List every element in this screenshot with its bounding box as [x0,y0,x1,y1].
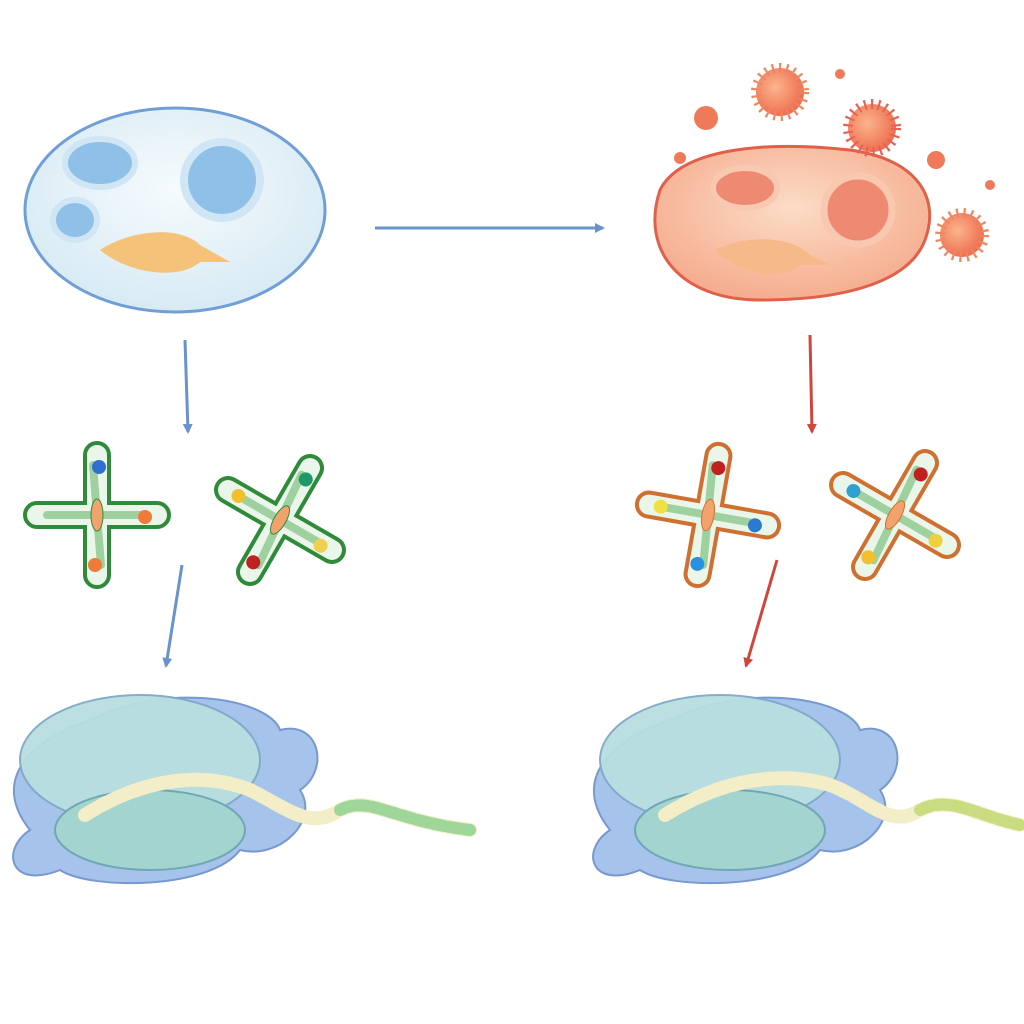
chromosome [625,432,792,599]
organelle [715,239,830,275]
peptide-chain-tail [914,798,1024,831]
nucleus [710,165,780,211]
nucleus [180,138,264,222]
nucleus [62,136,138,190]
peptide-chain-tail [334,799,476,836]
virus [835,69,845,79]
arrow [743,559,779,668]
virus [694,106,718,130]
virus [985,180,995,190]
chromosome [797,417,994,614]
arrow [806,334,817,434]
infected-cell [653,144,932,302]
virus [843,99,901,157]
nucleus [50,197,100,243]
chromosome [25,443,169,587]
arrow [162,564,184,668]
virus [674,152,686,164]
chromosome [182,422,379,619]
virus [927,151,945,169]
nucleus [820,172,896,248]
arrow [182,339,193,434]
healthy-cell [23,106,327,314]
virus [751,63,809,121]
organelle [100,232,230,273]
virus [935,208,989,262]
